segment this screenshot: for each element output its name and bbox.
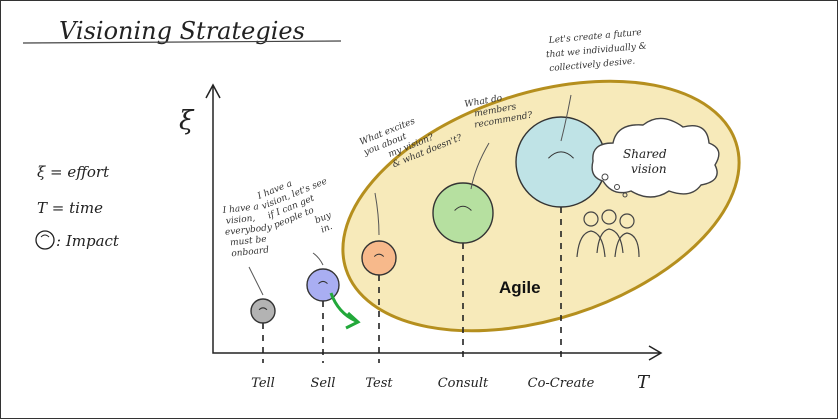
impact-ball-test	[361, 240, 397, 276]
legend-impact-icon	[35, 230, 55, 250]
stage-label-co-create: Co-Create	[528, 376, 595, 391]
agile-ellipse	[341, 79, 741, 333]
thought-bubble-small	[614, 184, 620, 190]
impact-face-tell	[258, 307, 268, 311]
y-axis-symbol: ξ	[179, 106, 195, 136]
svg-text:I have avision,everybodymust b: I have avision,everybodymust beonboard	[221, 201, 275, 260]
test-leader	[374, 192, 380, 236]
people-group-icon	[576, 209, 640, 258]
title-underline	[22, 40, 342, 44]
note-cocreate: Let's create a futurethat we individuall…	[544, 28, 648, 75]
legend-impact-mark	[40, 234, 50, 238]
stage-label-tell: Tell	[251, 376, 275, 391]
impact-ball-sell	[306, 268, 340, 302]
axis-lines	[212, 86, 661, 354]
impact-ball-tell	[250, 298, 276, 324]
note-tell: I have avision,everybodymust beonboard	[221, 201, 275, 260]
leader-lines	[248, 94, 572, 296]
impact-face-sell	[318, 280, 328, 285]
legend-impact: : Impact	[56, 232, 120, 250]
thought-bubble-small	[601, 173, 609, 181]
tell-leader	[248, 266, 264, 296]
agile-label: Agile	[499, 278, 541, 297]
impact-face-co-create	[548, 151, 574, 159]
cloud-label: Shared vision	[623, 147, 670, 176]
impact-ball-consult	[432, 182, 494, 244]
stage-label-test: Test	[365, 376, 393, 391]
legend-effort: ξ = effort	[37, 163, 110, 181]
svg-text:I have avision, let's seeif I: I have avision, let's seeif I can getpeo…	[255, 166, 345, 253]
consult-leader	[470, 142, 490, 190]
svg-text:Let's create a futurethat we i: Let's create a futurethat we individuall…	[544, 28, 648, 75]
x-axis-arrow-icon	[648, 345, 663, 361]
impact-face-consult	[454, 205, 472, 211]
impact-face-test	[373, 253, 385, 257]
cloud-shape	[591, 117, 720, 198]
sell-arrowhead-icon	[345, 311, 361, 330]
y-axis-arrow-icon	[205, 83, 221, 99]
legend-time: T = time	[37, 199, 103, 217]
stage-label-sell: Sell	[311, 376, 336, 391]
note-sell: I have avision, let's seeif I can getpeo…	[255, 166, 345, 253]
stages: Tell Sell Test Consult Co-Create	[250, 116, 607, 391]
x-axis-symbol: T	[637, 372, 651, 393]
legend: ξ = effort T = time : Impact	[35, 163, 120, 250]
thought-bubble-small	[622, 192, 628, 198]
shared-vision-cloud: Shared vision	[591, 117, 720, 198]
axes: ξ T	[179, 83, 663, 393]
stage-label-consult: Consult	[438, 376, 489, 391]
cocreate-leader	[560, 94, 572, 142]
diagram-title: Visioning Strategies	[59, 17, 305, 45]
